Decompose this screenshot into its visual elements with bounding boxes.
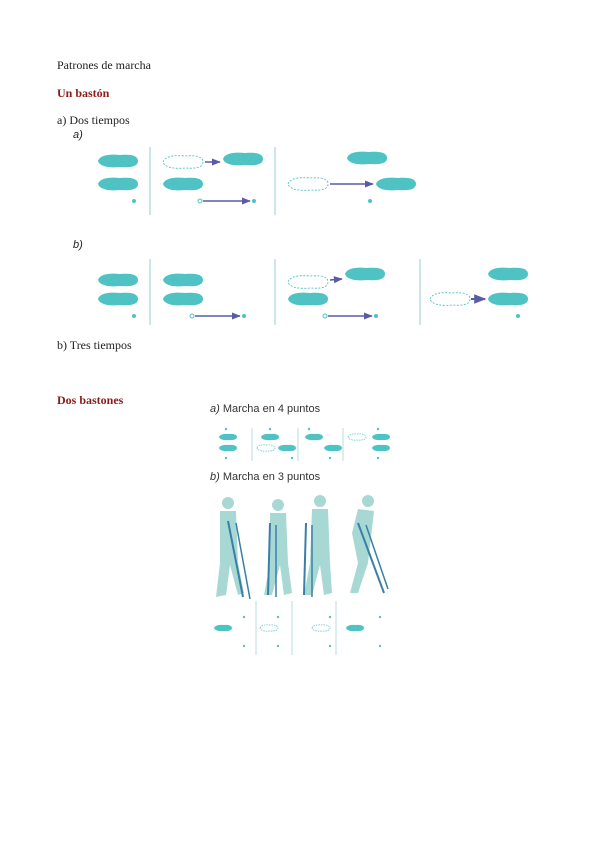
caption-four-point: a) Marcha en 4 puntos xyxy=(210,403,321,415)
foot xyxy=(372,433,390,441)
cane-point xyxy=(368,199,372,203)
list-item-two-time: a) Dos tiempos xyxy=(57,113,130,127)
page-title: Patrones de marcha xyxy=(57,58,151,72)
foot xyxy=(214,624,232,632)
cane-point-outline xyxy=(322,313,328,319)
cane-point xyxy=(516,314,520,318)
foot-left xyxy=(347,151,387,165)
foot-outline xyxy=(162,155,204,169)
foot-outline xyxy=(287,275,329,289)
foot-left xyxy=(98,273,138,287)
foot-left xyxy=(163,273,203,287)
foot xyxy=(372,444,390,452)
foot xyxy=(305,433,323,441)
cane-point xyxy=(242,314,246,318)
foot-outline xyxy=(256,444,276,452)
foot-outline xyxy=(259,624,279,632)
cane-point xyxy=(374,314,378,318)
diagram-label-b: b) xyxy=(73,239,83,251)
walker-figure-1 xyxy=(216,497,251,600)
foot-left xyxy=(223,152,263,166)
foot-right xyxy=(98,177,138,191)
foot-right xyxy=(376,177,416,191)
foot-outline xyxy=(347,433,367,441)
foot xyxy=(219,444,237,452)
foot xyxy=(278,444,296,452)
foot-outline xyxy=(311,624,331,632)
foot-outline xyxy=(287,177,329,191)
caption-three-point: b) Marcha en 3 puntos xyxy=(210,471,321,483)
foot-left xyxy=(488,267,528,281)
section-heading-one-cane: Un bastón xyxy=(57,86,110,100)
gait-diagram-two-crutches: a) Marcha en 4 puntos b) Marcha en 3 pun… xyxy=(208,403,398,658)
foot-left xyxy=(345,267,385,281)
gait-diagram-one-cane: a) b) xyxy=(70,127,540,332)
foot xyxy=(324,444,342,452)
diagram-label-a: a) xyxy=(73,129,83,141)
foot xyxy=(346,624,364,632)
foot-right xyxy=(163,292,203,306)
foot-right xyxy=(163,177,203,191)
foot-right xyxy=(488,292,528,306)
cane-point xyxy=(252,199,256,203)
cane-point xyxy=(132,199,136,203)
foot xyxy=(219,433,237,441)
foot xyxy=(261,433,279,441)
cane-point-outline xyxy=(189,313,195,319)
cane-point xyxy=(132,314,136,318)
foot-right xyxy=(98,292,138,306)
walker-figure-2 xyxy=(264,499,292,597)
foot-left xyxy=(98,154,138,168)
list-item-three-time: b) Tres tiempos xyxy=(57,338,132,352)
foot-right xyxy=(288,292,328,306)
section-heading-two-canes: Dos bastones xyxy=(57,393,124,407)
cane-point-outline xyxy=(197,198,203,204)
walker-figure-3 xyxy=(303,495,332,597)
walker-figure-4 xyxy=(350,495,389,594)
arrow xyxy=(329,276,343,284)
foot-outline xyxy=(429,292,471,306)
